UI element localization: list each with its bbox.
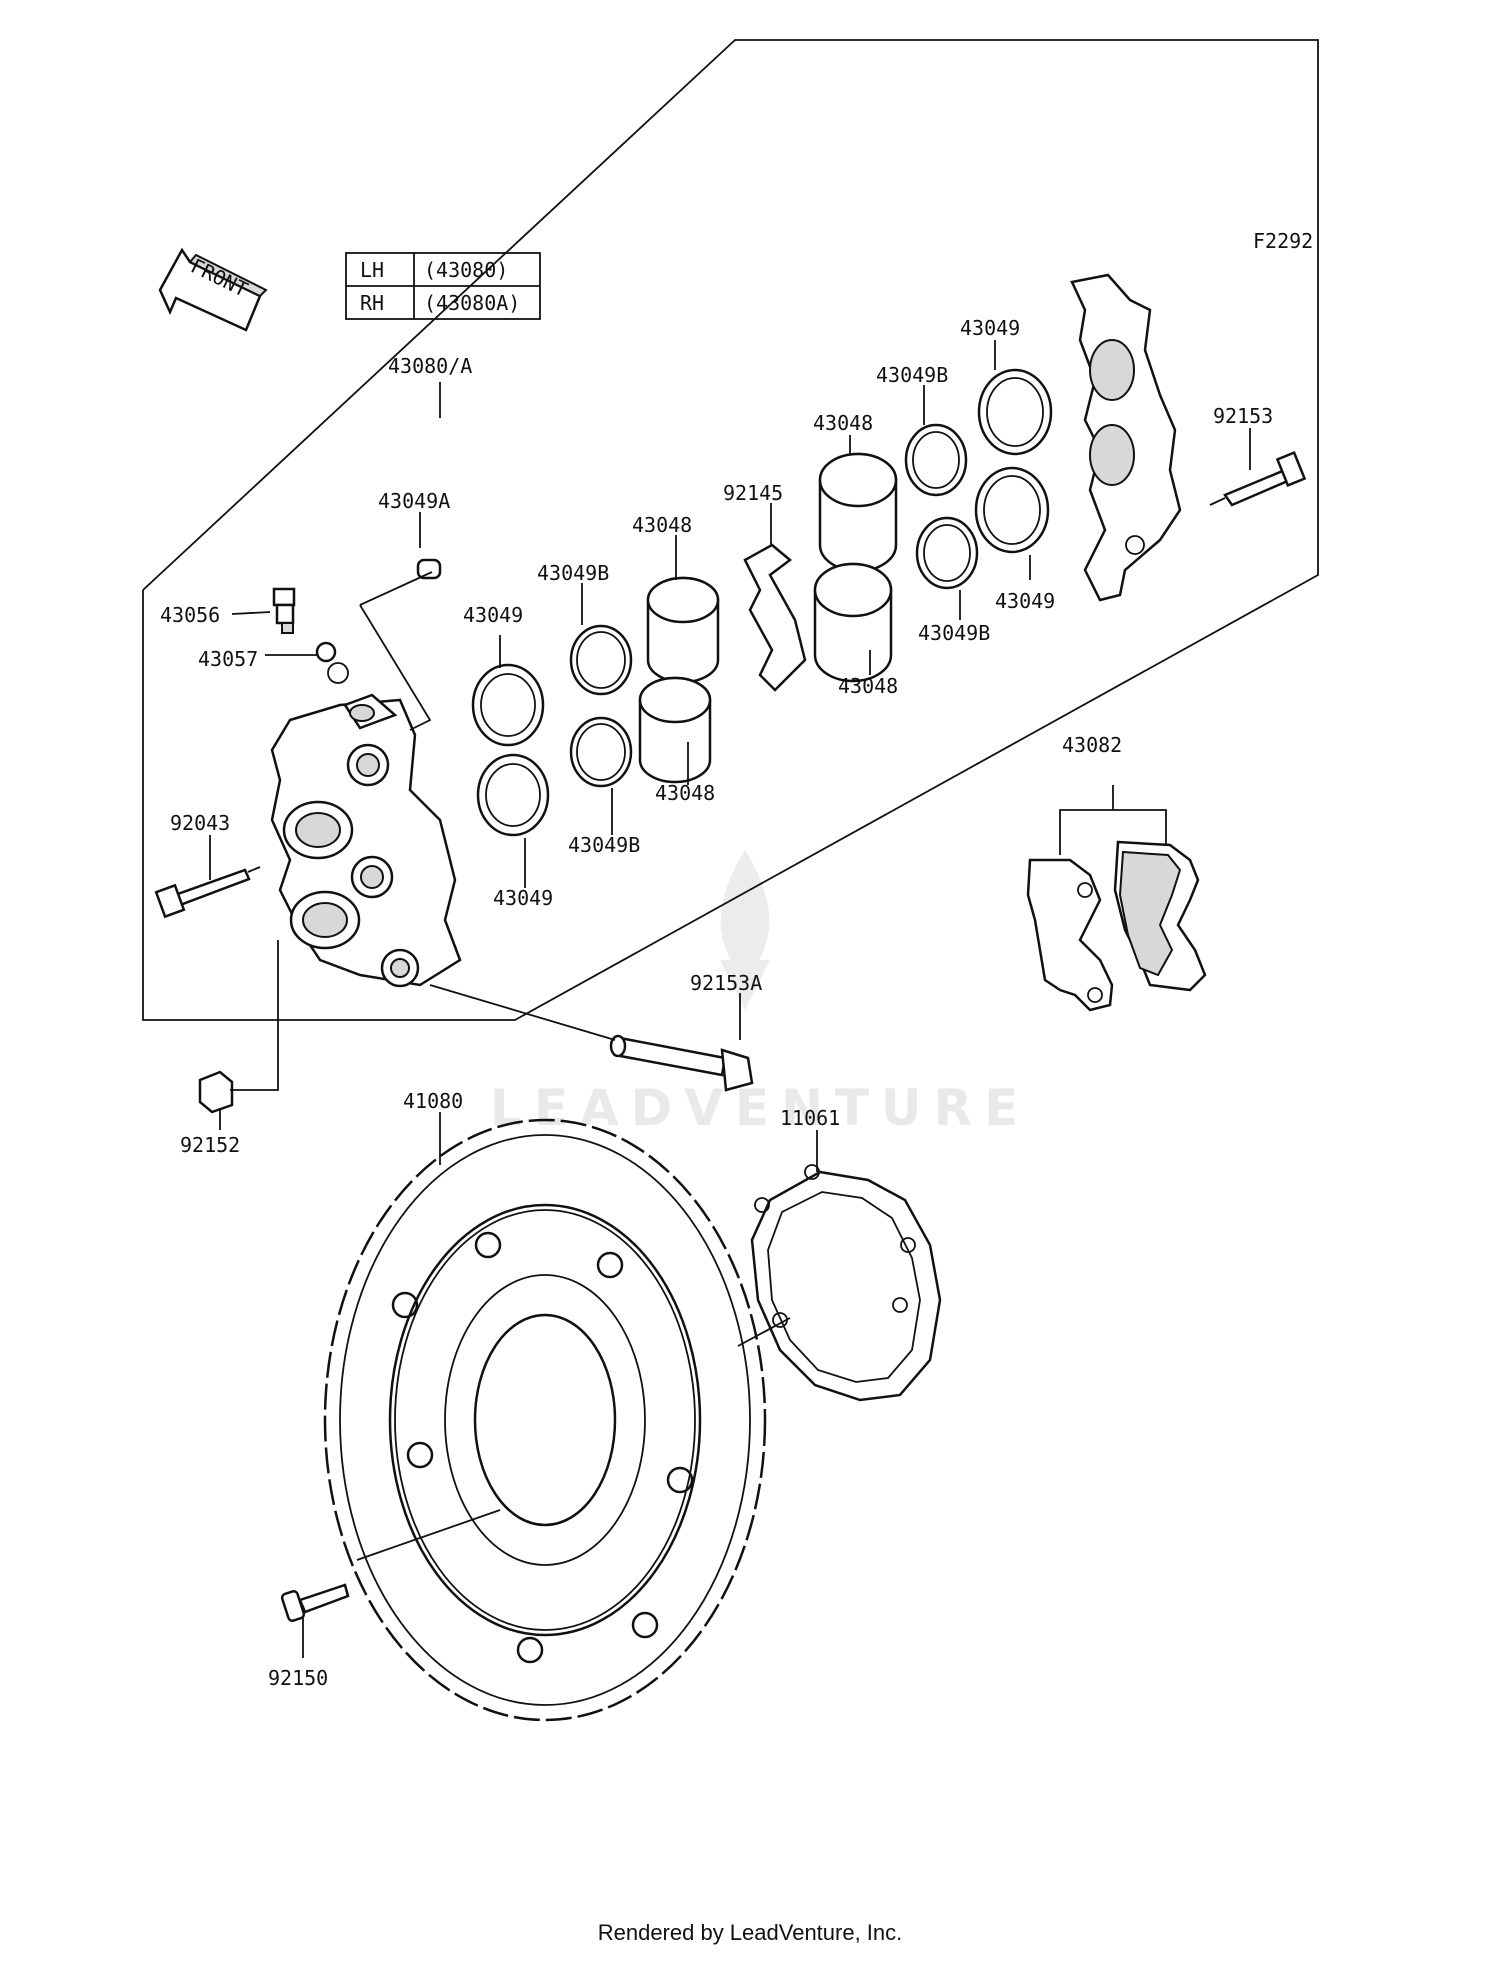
diagram-code: F2292	[1253, 229, 1313, 253]
brake-disc	[323, 1118, 767, 1722]
label-piston-4: 43048	[838, 674, 898, 698]
disc-bolt	[280, 1583, 350, 1622]
label-bleeder-valve: 43056	[160, 603, 220, 627]
bleeder-cap	[416, 558, 442, 580]
spring-clip	[743, 543, 807, 692]
variant-rh-side: RH	[360, 291, 384, 315]
bleeder-washer	[315, 641, 337, 663]
label-pad-set: 43082	[1062, 733, 1122, 757]
variant-lh-side: LH	[360, 258, 384, 282]
bleeder-valve	[272, 587, 296, 634]
label-caliper-bolt-right: 92153	[1213, 404, 1273, 428]
caliper-bolt-left	[154, 868, 251, 919]
label-caliper-bolt-left: 92043	[170, 811, 230, 835]
caliper-bolt-right	[1223, 451, 1307, 507]
pistons-right	[813, 452, 898, 683]
brake-pad-set	[1026, 840, 1207, 1012]
watermark-text: LEADVENTURE	[490, 1079, 1030, 1137]
label-seal-a4: 43049	[995, 589, 1055, 613]
label-bleeder-cap: 43049A	[378, 489, 450, 513]
gasket	[750, 1164, 942, 1402]
label-seal-b4: 43049B	[918, 621, 990, 645]
pistons-left	[638, 576, 720, 784]
label-bleeder-washer: 43057	[198, 647, 258, 671]
variant-table: LH (43080) RH (43080A)	[345, 252, 541, 320]
label-gasket: 11061	[780, 1106, 840, 1130]
label-seal-b3: 43049B	[876, 363, 948, 387]
label-piston-2: 43048	[655, 781, 715, 805]
caliper-half-right	[1070, 273, 1182, 602]
label-mount-bolt: 92153A	[690, 971, 762, 995]
variant-lh-code: (43080)	[424, 258, 508, 282]
label-piston-1: 43048	[632, 513, 692, 537]
label-piston-3: 43048	[813, 411, 873, 435]
label-nut: 92152	[180, 1133, 240, 1157]
seal-group-left	[471, 624, 633, 837]
label-caliper-assy: 43080/A	[388, 354, 472, 378]
front-arrow-icon: FRONT	[158, 247, 268, 332]
caliper-half-left	[270, 693, 462, 988]
label-spring-clip: 92145	[723, 481, 783, 505]
label-disc: 41080	[403, 1089, 463, 1113]
leader-lines	[209, 340, 1251, 1658]
nut	[198, 1070, 234, 1114]
label-disc-bolt: 92150	[268, 1666, 328, 1690]
watermark: LEADVENTURE	[490, 850, 1030, 1137]
label-seal-a1: 43049	[463, 603, 523, 627]
seal-group-right	[904, 368, 1053, 590]
label-seal-b1: 43049B	[537, 561, 609, 585]
label-seal-a2: 43049	[493, 886, 553, 910]
variant-rh-code: (43080A)	[424, 291, 520, 315]
label-seal-b2: 43049B	[568, 833, 640, 857]
label-seal-a3: 43049	[960, 316, 1020, 340]
footer-credit: Rendered by LeadVenture, Inc.	[597, 1920, 903, 1945]
mount-bolt	[609, 1034, 754, 1092]
